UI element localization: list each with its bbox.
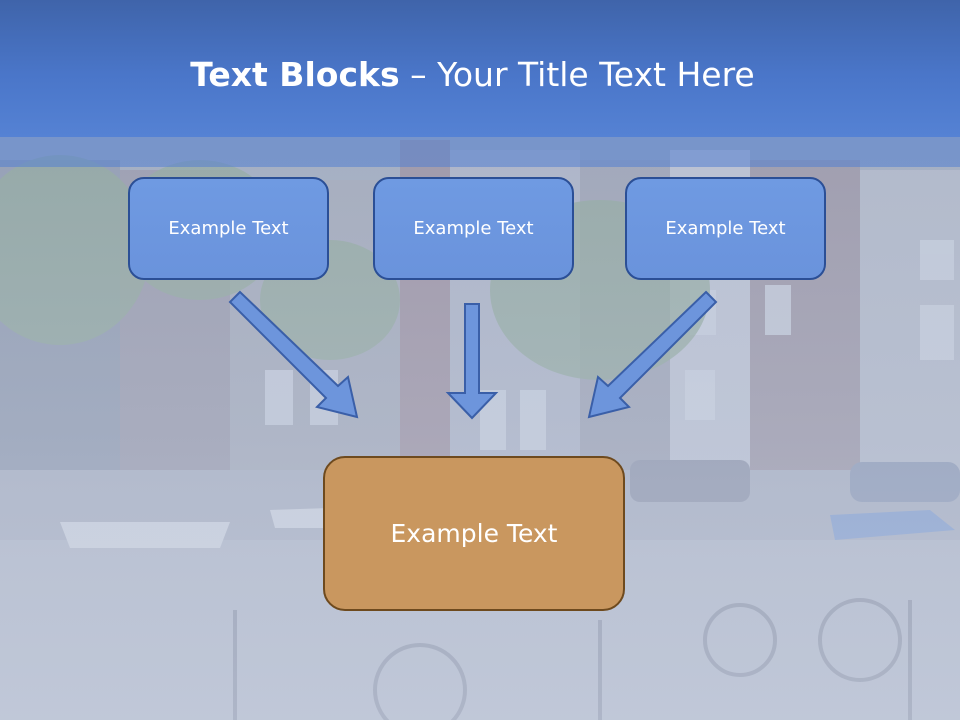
text-block-top-left[interactable]: Example Text [128, 177, 329, 280]
title-bar-strip [0, 137, 960, 167]
text-block-bottom[interactable]: Example Text [323, 456, 625, 611]
text-block-top-center[interactable]: Example Text [373, 177, 574, 280]
text-block-top-right[interactable]: Example Text [625, 177, 826, 280]
arrow-right [587, 290, 718, 419]
title-bold: Text Blocks [190, 55, 400, 94]
slide-title: Text Blocks – Your Title Text Here [0, 52, 945, 98]
text-block-top-center-label: Example Text [413, 218, 534, 239]
title-rest: Your Title Text Here [437, 55, 755, 94]
arrow-left [228, 290, 359, 419]
title-bar [0, 0, 960, 137]
text-block-top-left-label: Example Text [168, 218, 289, 239]
text-block-bottom-label: Example Text [390, 519, 558, 548]
arrow-center [445, 303, 499, 420]
text-block-top-right-label: Example Text [665, 218, 786, 239]
title-separator: – [399, 55, 438, 94]
